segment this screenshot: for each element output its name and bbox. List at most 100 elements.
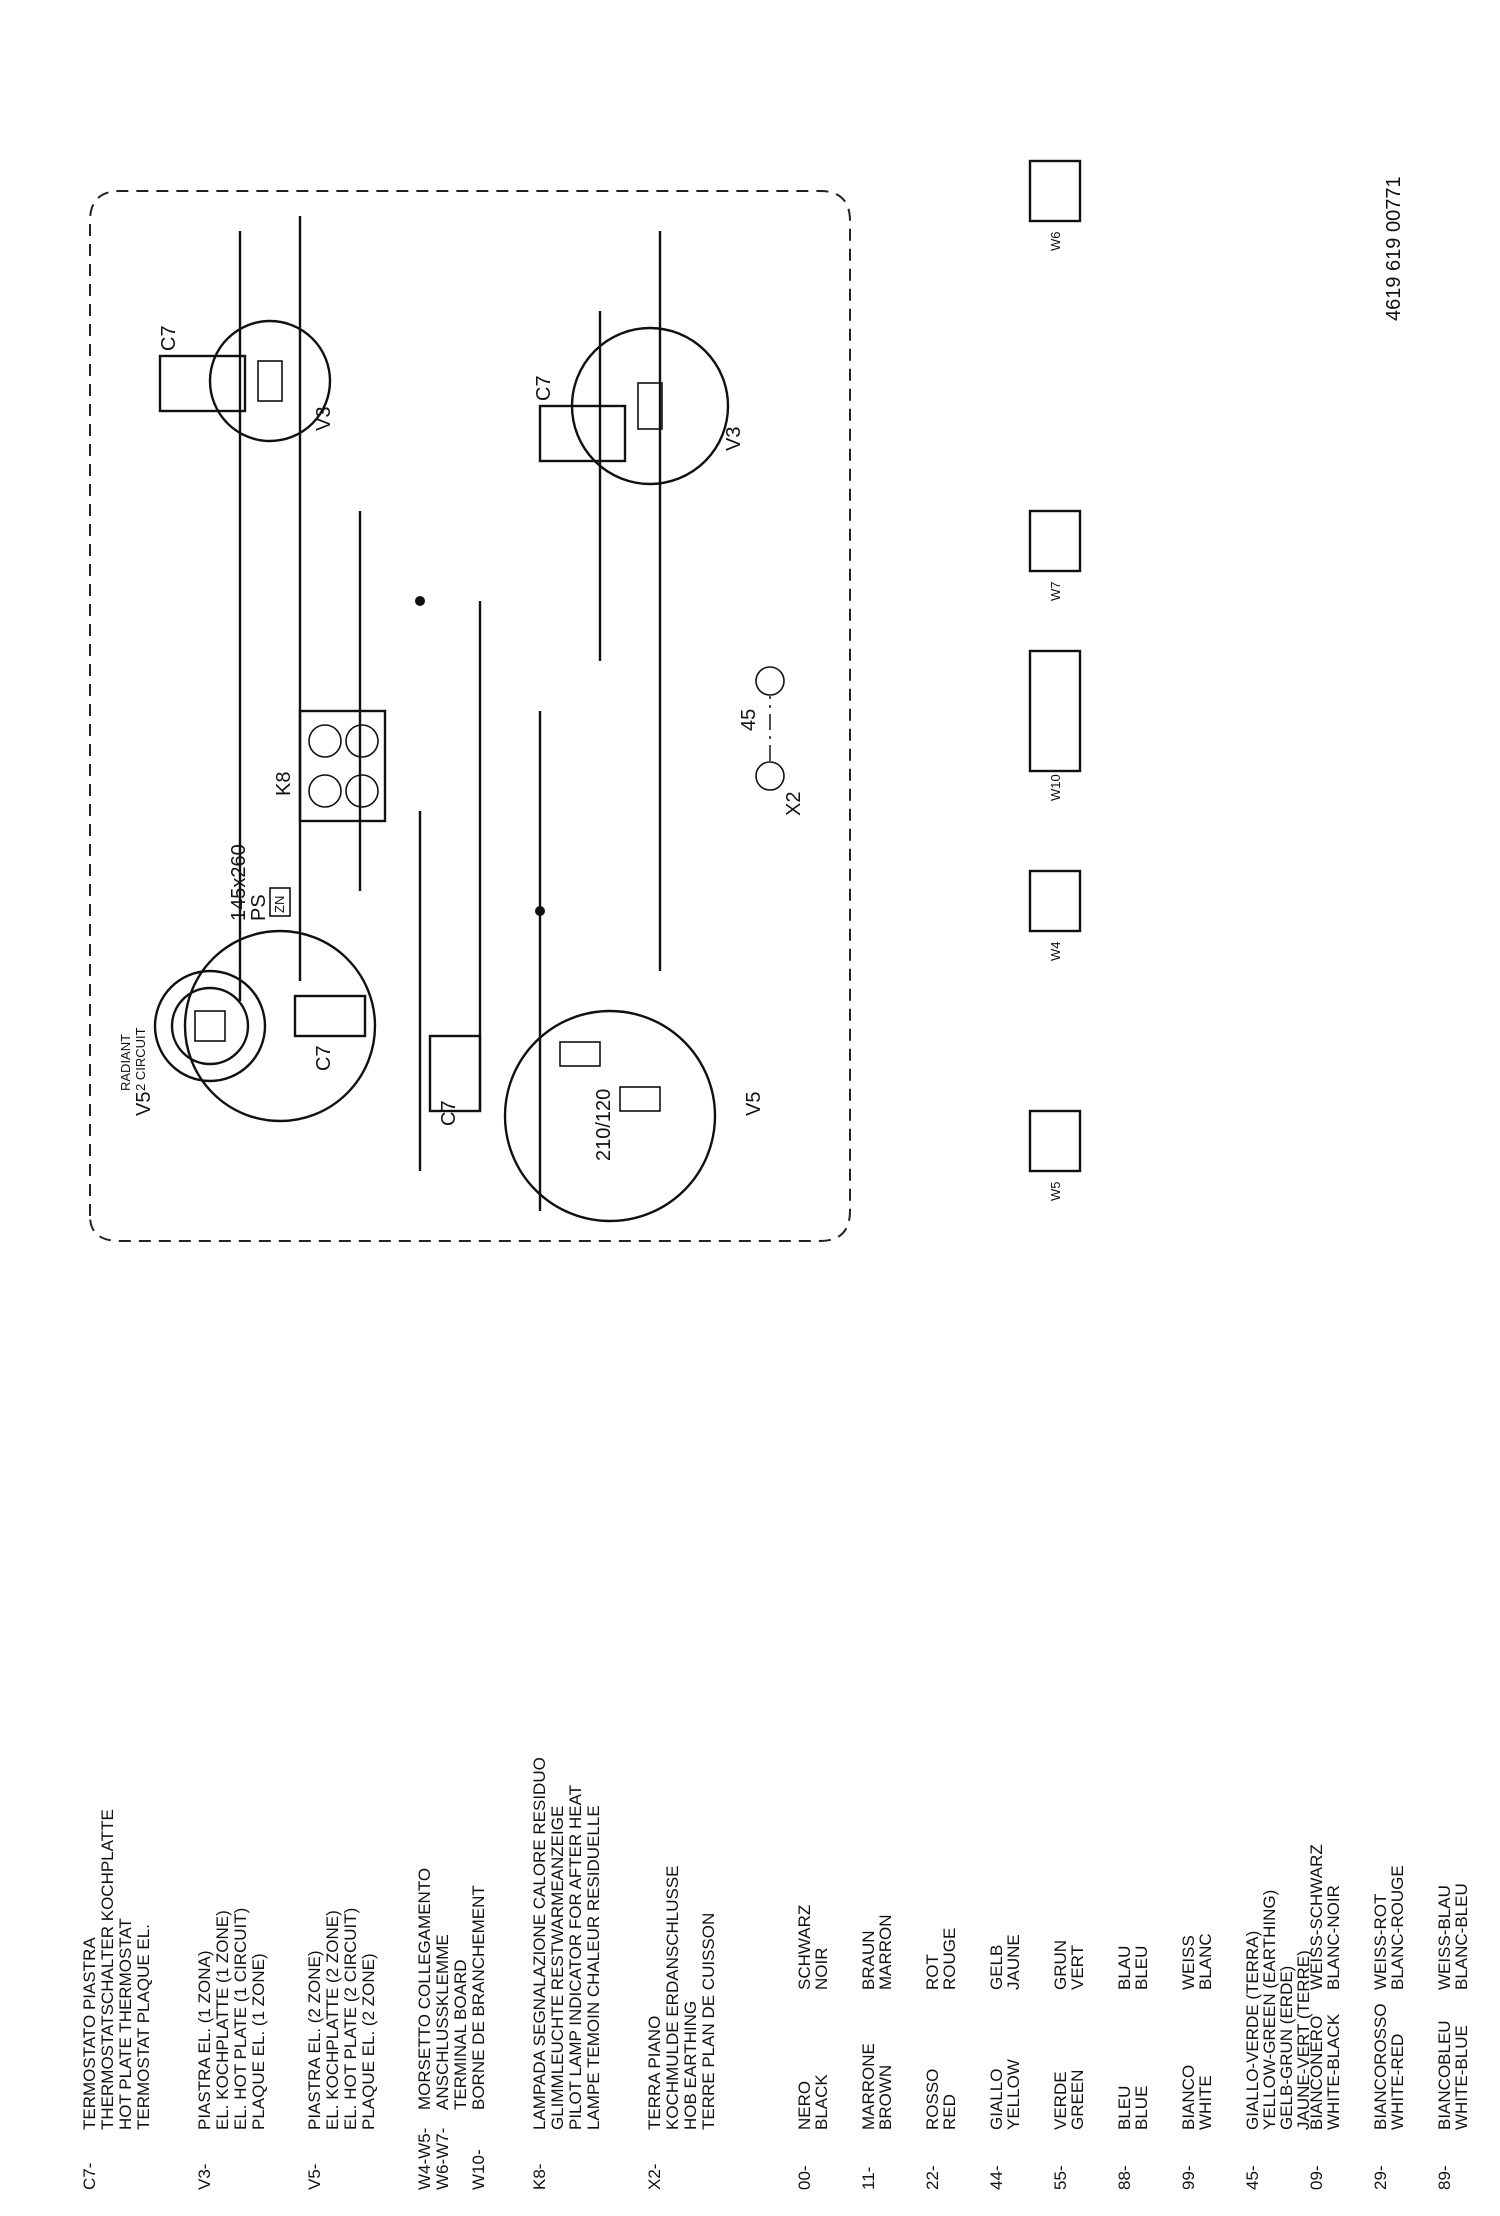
c7-v3-front-label: C7 (533, 375, 555, 401)
legend-v3-line1: PIASTRA EL. (1 ZONA) (195, 1951, 214, 2131)
color-name-primary: GELB-GRUN (ERDE) (1277, 1966, 1296, 2130)
color-name-secondary: BLANC-ROUGE (1388, 1865, 1407, 1990)
legend-k8-line2: GLIMMLEUCHTE RESTWARMEANZEIGE (548, 1806, 567, 2130)
color-name-secondary: BLANC-NOIR (1324, 1885, 1343, 1990)
color-code: 22- (923, 2165, 942, 2190)
color-name-secondary: BLANC (1196, 1933, 1215, 1990)
color-name-primary: YELLOW-GREEN (EARTHING) (1260, 1890, 1279, 2130)
color-name-primary: JAUNE-VERT (TERRE) (1294, 1950, 1313, 2130)
color-name-primary: WHITE (1196, 2075, 1215, 2130)
color-code: 11- (859, 2167, 878, 2190)
color-name-primary: BIANCOBLEU (1435, 2020, 1454, 2130)
x2-label: X2 (783, 792, 805, 816)
w10-id: W10 (1048, 774, 1063, 801)
color-name-secondary: BLAU (1115, 1946, 1134, 1990)
color-code: 89- (1435, 2165, 1454, 2190)
legend-v3-line4: PLAQUE EL. (1 ZONE) (249, 1953, 268, 2130)
c7-v5-front-thermostat: C7 (428, 1034, 482, 1126)
color-code: 55- (1051, 2165, 1070, 2190)
w7-terminal: W7 (1028, 509, 1082, 602)
color-name-primary: BLUE (1132, 2086, 1151, 2130)
color-name-primary: NERO (795, 2081, 814, 2130)
color-name-primary: YELLOW (1004, 2059, 1023, 2130)
legend-w-code1: W4-W5- (415, 2128, 434, 2190)
legend-v3-line2: EL. KOCHPLATTE (1 ZONE) (213, 1910, 232, 2130)
color-code: 29- (1371, 2165, 1390, 2190)
color-name-secondary: WEISS-BLAU (1435, 1885, 1454, 1990)
color-name-secondary: BLANC-BLEU (1452, 1883, 1471, 1990)
legend-w-line1: MORSETTO COLLEGAMENTO (415, 1868, 434, 2110)
color-name-primary: GREEN (1068, 2070, 1087, 2130)
color-code: 45- (1243, 2165, 1262, 2190)
w5-terminal: W5 (1028, 1109, 1082, 1202)
color-code-row: 45-GIALLO-VERDE (TERRA)YELLOW-GREEN (EAR… (1243, 1890, 1313, 2190)
v5-left-circuit: 2 CIRCUIT (133, 1027, 148, 1091)
legend-c7-line2: THERMOSTATSCHALTER KOCHPLATTE (98, 1809, 117, 2130)
color-name-primary: MARRONE (859, 2043, 878, 2130)
color-name-primary: BLACK (812, 2074, 831, 2130)
v5-rear-left-hot-plate: ZN V5 RADIANT 2 CIRCUIT 145x260 PS (118, 844, 377, 1123)
legend-c7-line3: HOT PLATE THERMOSTAT (116, 1918, 135, 2130)
w6-terminal: W6 (1028, 159, 1082, 252)
w4-id: W4 (1048, 942, 1063, 962)
v5-left-radiant: RADIANT (118, 1034, 133, 1091)
w10-terminal: W10 (1028, 649, 1082, 801)
legend-k8-line3: PILOT LAMP INDICATOR FOR AFTER HEAT (566, 1785, 585, 2130)
color-name-secondary: BLEU (1132, 1946, 1151, 1990)
legend-w-line2: ANSCHLUSSKLEMME (433, 1934, 452, 2110)
w5-id: W5 (1048, 1182, 1063, 1202)
legend-v3-line3: EL. HOT PLATE (1 CIRCUIT) (231, 1908, 250, 2130)
color-name-primary: RED (940, 2094, 959, 2130)
color-name-primary: BIANCOROSSO (1371, 2003, 1390, 2130)
legend-c7-line1: TERMOSTATO PIASTRA (80, 1937, 99, 2130)
color-code: 00- (795, 2165, 814, 2190)
hob-outline (89, 190, 851, 1242)
wiring (238, 216, 662, 1211)
v5-left-label: V5 (133, 1092, 155, 1116)
legend-c7-code: C7- (80, 2163, 99, 2190)
legend-x2-line4: TERRE PLAN DE CUISSON (699, 1913, 718, 2130)
c7-v3-rear-thermostat: C7 (158, 325, 247, 413)
legend-k8-code: K8- (530, 2164, 549, 2190)
color-name-primary: GIALLO (987, 2069, 1006, 2130)
color-code-row: 09-BIANCONEROWHITE-BLACKWEISS-SCHWARZBLA… (1307, 1844, 1343, 2190)
legend: C7- TERMOSTATO PIASTRA THERMOSTATSCHALTE… (80, 1757, 718, 2190)
color-name-primary: WHITE-BLACK (1324, 2013, 1343, 2130)
v5-left-spec-ps: PS (248, 894, 270, 921)
color-code-table: 00-NEROBLACKSCHWARZNOIR11-MARRONEBROWNBR… (795, 1844, 1471, 2190)
v5-front-size: 210/120 (593, 1089, 615, 1161)
color-name-primary: WHITE-BLUE (1452, 2025, 1471, 2130)
legend-w-line3: TERMINAL BOARD (451, 1959, 470, 2110)
x2-hob-earth: X2 45 (738, 666, 805, 816)
drawing-number: 4619 619 00771 (1383, 176, 1405, 321)
color-code: 99- (1179, 2165, 1198, 2190)
v5-left-element-glyph: ZN (272, 896, 287, 913)
color-name-secondary: JAUNE (1004, 1934, 1023, 1990)
color-name-secondary: WEISS-ROT (1371, 1894, 1390, 1990)
color-name-primary: WHITE-RED (1388, 2034, 1407, 2130)
c7-v3-rear-label: C7 (158, 325, 180, 351)
color-name-secondary: GRUN (1051, 1940, 1070, 1990)
color-name-primary: BIANCO (1179, 2065, 1198, 2130)
color-name-primary: BROWN (876, 2065, 895, 2130)
legend-w-line4: BORNE DE BRANCHEMENT (469, 1885, 488, 2110)
color-name-primary: BLEU (1115, 2086, 1134, 2130)
color-code: 44- (987, 2165, 1006, 2190)
w7-id: W7 (1048, 582, 1063, 602)
legend-x2-line2: KOCHMULDE ERDANSCHLUSSE (663, 1866, 682, 2131)
w6-id: W6 (1048, 232, 1063, 252)
color-name-secondary: WEISS-SCHWARZ (1307, 1844, 1326, 1990)
legend-c7-line4: TERMOSTAT PLAQUE EL. (134, 1924, 153, 2130)
legend-v5-code: V5- (305, 2164, 324, 2190)
v5-front-left-hot-plate: 210/120 V5 (503, 1009, 765, 1223)
c7-v3-front-thermostat: C7 (533, 375, 627, 463)
color-name-secondary: ROUGE (940, 1928, 959, 1990)
legend-x2-line3: HOB EARTHING (681, 2001, 700, 2130)
c7-v5-left-thermostat: C7 (293, 994, 367, 1071)
x2-wire-label: 45 (738, 709, 760, 731)
